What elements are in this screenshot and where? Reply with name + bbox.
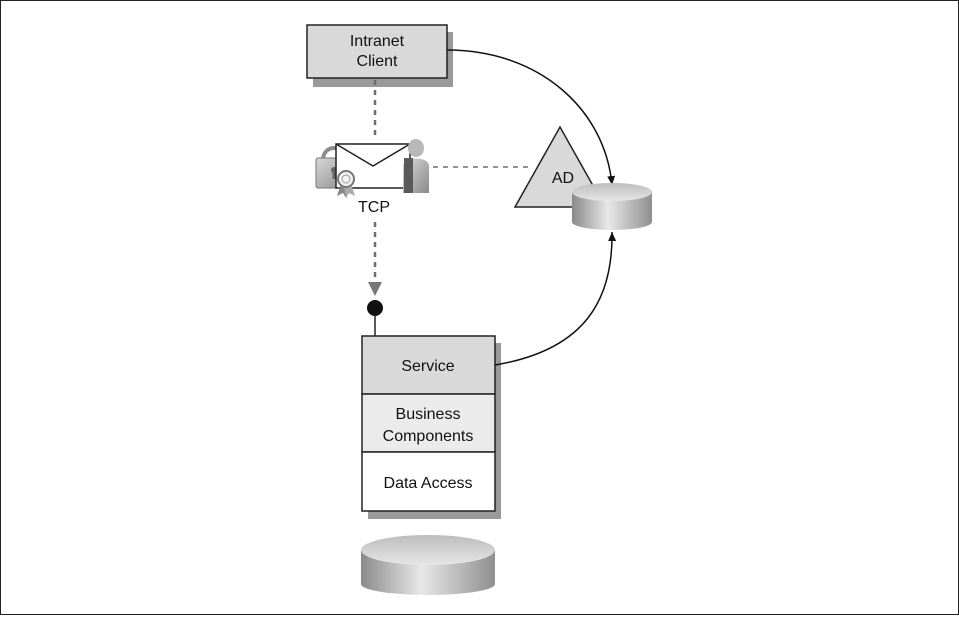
service-to-database-arrow (494, 231, 617, 366)
user-person-icon (403, 139, 429, 193)
business-components-label-line2: Components (383, 428, 474, 445)
tcp-label: TCP (358, 199, 390, 216)
intranet-client-label-line2: Client (357, 53, 398, 70)
intranet-client-label-line1: Intranet (350, 33, 405, 50)
application-database-cylinder (361, 535, 495, 595)
service-endpoint-dot (367, 300, 383, 316)
service-stack: Service Business Components Data Access (361, 335, 501, 519)
directory-database-cylinder (572, 183, 652, 230)
intranet-client-box: Intranet Client (306, 24, 453, 87)
ad-label: AD (552, 170, 574, 187)
business-components-label-line1: Business (396, 406, 461, 423)
data-access-layer (361, 451, 496, 512)
business-components-layer (361, 393, 496, 453)
data-access-label: Data Access (384, 475, 473, 492)
service-label: Service (401, 358, 454, 375)
tcp-to-service-arrowhead (368, 282, 382, 296)
client-to-database-arrow (446, 49, 616, 186)
certificate-seal-icon (337, 170, 355, 198)
